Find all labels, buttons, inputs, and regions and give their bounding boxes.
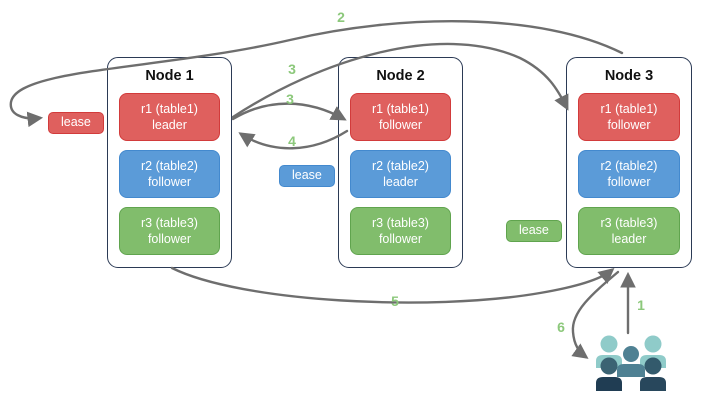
node-1-replica-r1: r1 (table1) leader <box>119 93 220 141</box>
step-label-2: 2 <box>337 9 345 25</box>
replica-role: follower <box>607 175 651 189</box>
step-label-6: 6 <box>557 319 565 335</box>
step-label-1: 1 <box>637 297 645 313</box>
replica-role: leader <box>611 232 647 246</box>
replica-label: r3 (table3) <box>600 215 658 230</box>
step-label-4: 4 <box>288 133 296 149</box>
lease-badge-table2: lease <box>279 165 335 187</box>
node-3-replica-r3: r3 (table3) leader <box>578 207 680 255</box>
node-3-title: Node 3 <box>604 68 654 84</box>
node-2-replica-r1: r1 (table1) follower <box>350 93 451 141</box>
replica-label: r2 (table2) <box>141 158 198 173</box>
node-1-replica-r2: r2 (table2) follower <box>119 150 220 198</box>
node-3-replica-r1: r1 (table1) follower <box>578 93 680 141</box>
replica-role: follower <box>607 118 651 132</box>
replica-role: follower <box>378 118 423 132</box>
replica-label: r3 (table3) <box>372 215 429 230</box>
replica-label: r3 (table3) <box>141 215 198 230</box>
replica-label: r1 (table1) <box>600 101 658 116</box>
step-label-5: 5 <box>391 293 399 309</box>
node-2-title: Node 2 <box>376 68 425 84</box>
users-group-icon <box>596 335 666 391</box>
replica-role: leader <box>383 175 418 189</box>
replica-label: r2 (table2) <box>600 158 658 173</box>
replica-role: follower <box>147 175 192 189</box>
node-2-replica-r2: r2 (table2) leader <box>350 150 451 198</box>
replica-role: leader <box>152 118 187 132</box>
node-1-box: Node 1 r1 (table1) leader r2 (table2) fo… <box>107 57 232 268</box>
node-3-replica-r2: r2 (table2) follower <box>578 150 680 198</box>
lease-badge-table3: lease <box>506 220 562 242</box>
node-3-box: Node 3 r1 (table1) follower r2 (table2) … <box>566 57 692 268</box>
replica-label: r2 (table2) <box>372 158 429 173</box>
node-2-box: Node 2 r1 (table1) follower r2 (table2) … <box>338 57 463 268</box>
replica-label: r1 (table1) <box>141 101 198 116</box>
replica-role: follower <box>147 232 192 246</box>
node-2-replica-r3: r3 (table3) follower <box>350 207 451 255</box>
node-1-replica-r3: r3 (table3) follower <box>119 207 220 255</box>
lease-badge-table1: lease <box>48 112 104 134</box>
step-label-3b: 3 <box>286 91 294 107</box>
replica-role: follower <box>378 232 423 246</box>
step-label-3a: 3 <box>288 61 296 77</box>
node-1-title: Node 1 <box>145 68 194 84</box>
replica-label: r1 (table1) <box>372 101 429 116</box>
arrow-2-node3-to-lease1 <box>9 20 624 128</box>
